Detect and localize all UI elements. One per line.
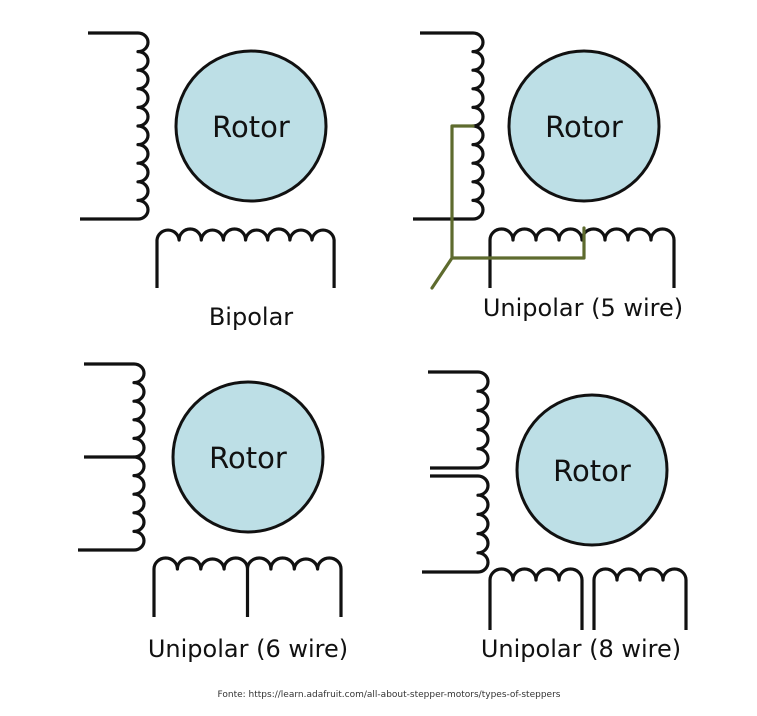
caption-unipolar-6-wire: Unipolar (6 wire) bbox=[148, 635, 348, 663]
rotor bbox=[171, 380, 325, 534]
panel-unipolar-6-wire: Rotor Unipolar (6 wire) bbox=[78, 362, 348, 663]
horizontal-coil bbox=[488, 227, 676, 288]
panel-bipolar: Rotor Bipolar bbox=[80, 31, 336, 331]
panel-unipolar-5-wire: Rotor Unipolar (5 wire) bbox=[413, 31, 683, 322]
horizontal-coil-left bbox=[488, 567, 584, 630]
horizontal-coil-right bbox=[592, 567, 688, 630]
rotor-label: Rotor bbox=[545, 110, 623, 144]
caption-bipolar: Bipolar bbox=[209, 303, 293, 331]
source-note: Fonte: https://learn.adafruit.com/all-ab… bbox=[218, 690, 561, 700]
rotor bbox=[515, 393, 669, 547]
panel-unipolar-8-wire: Rotor Unipolar (8 wire) bbox=[422, 370, 688, 663]
rotor-label: Rotor bbox=[209, 441, 287, 475]
rotor bbox=[507, 49, 661, 203]
rotor-label: Rotor bbox=[553, 454, 631, 488]
vertical-coil-lower bbox=[422, 474, 490, 574]
caption-unipolar-5-wire: Unipolar (5 wire) bbox=[483, 294, 683, 322]
vertical-coil-upper bbox=[428, 370, 490, 470]
caption-unipolar-8-wire: Unipolar (8 wire) bbox=[481, 635, 681, 663]
vertical-coil bbox=[80, 31, 150, 221]
rotor bbox=[174, 49, 328, 203]
common-tap-wire bbox=[430, 124, 586, 290]
horizontal-coil bbox=[155, 227, 336, 288]
rotor-label: Rotor bbox=[212, 110, 290, 144]
